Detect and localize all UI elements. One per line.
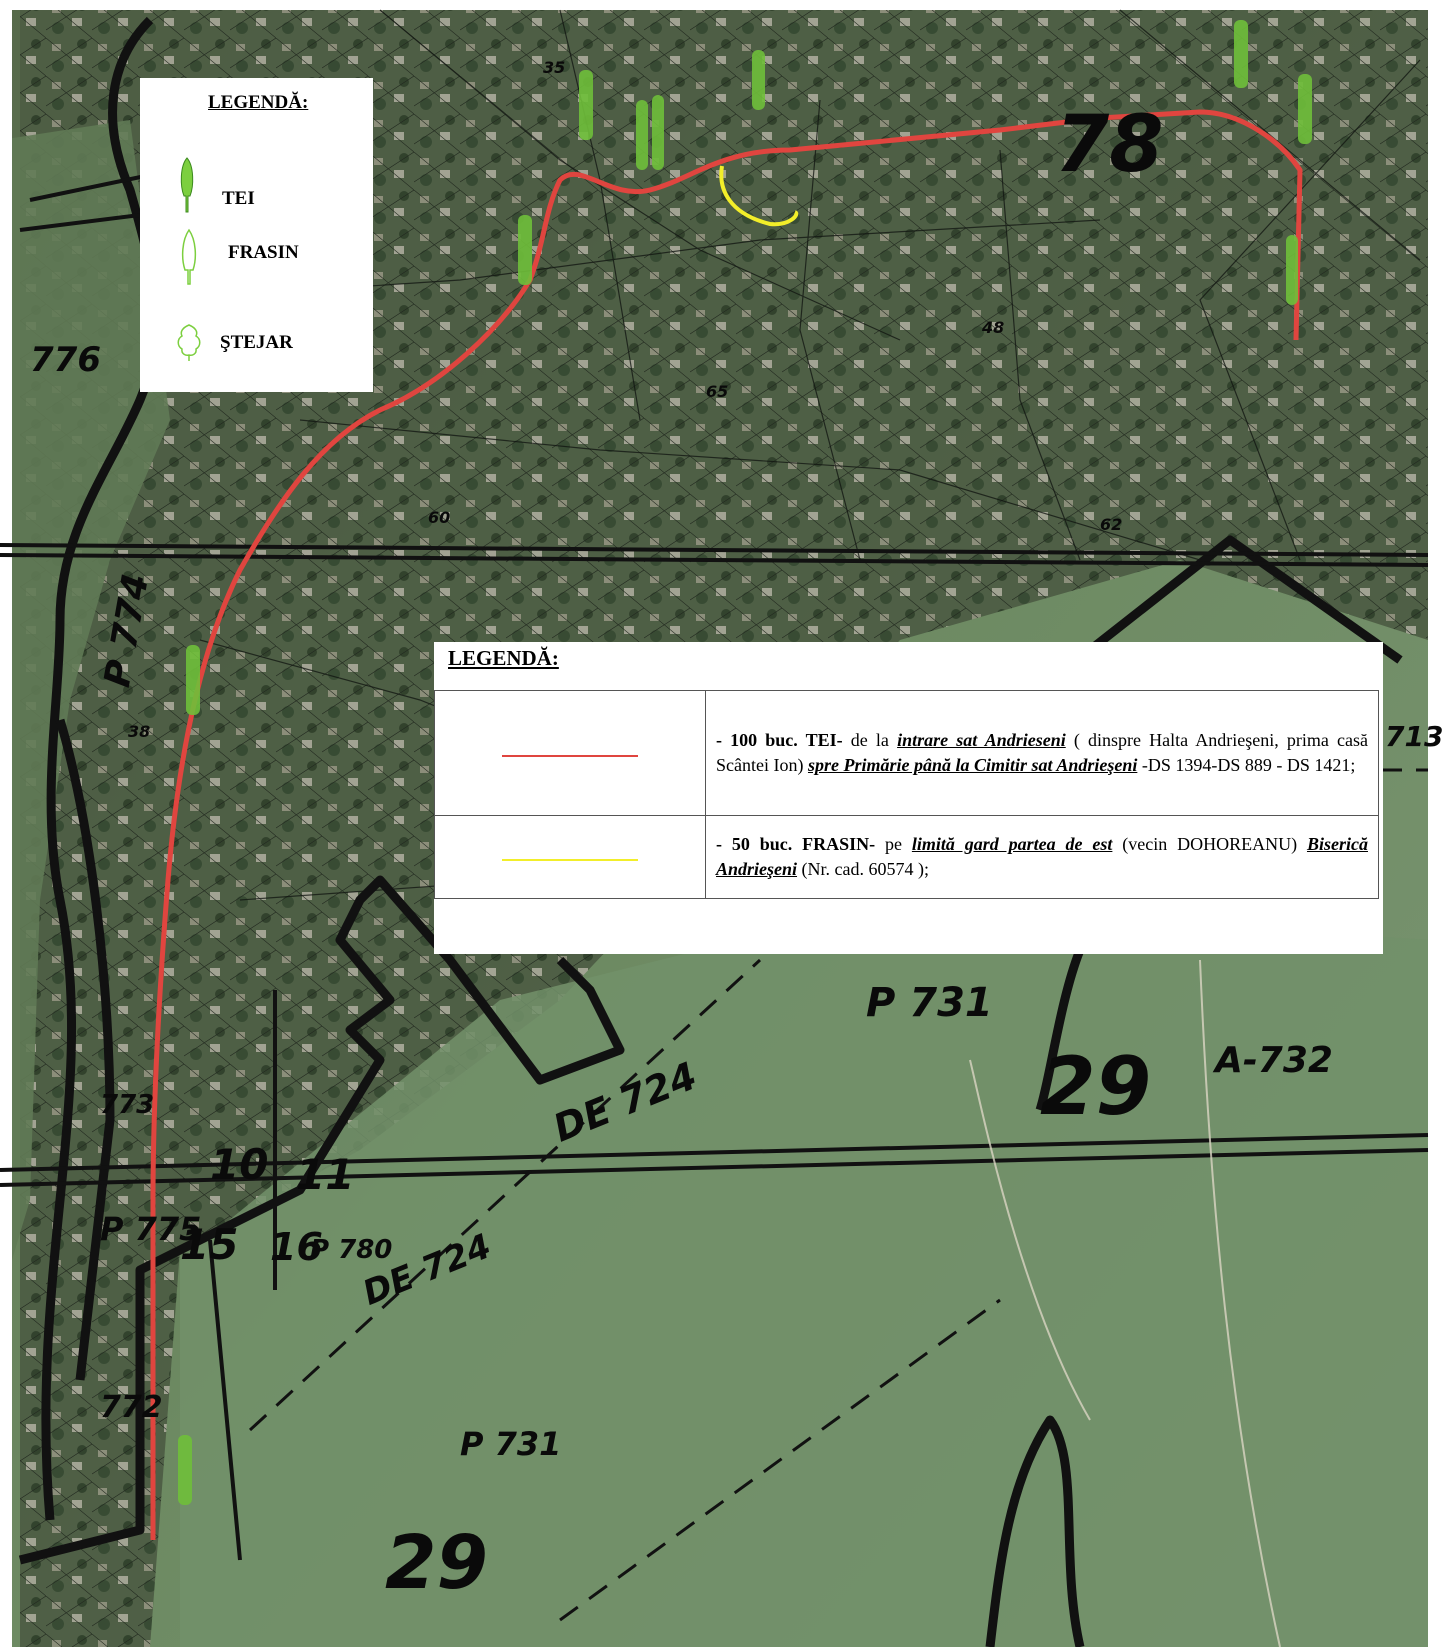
- parcel-29-label: 29: [1040, 1040, 1152, 1133]
- tei-route-line: [150, 109, 1303, 1540]
- legend-text: (vecin DOHOREANU): [1112, 834, 1307, 854]
- legend-text: ( dinspre Halta Andrieşeni, prima casă S…: [716, 730, 1369, 775]
- a732-label: A-732: [1215, 1040, 1333, 1081]
- legend-symbol-cell: [434, 690, 706, 816]
- red-line-swatch: [502, 755, 638, 757]
- legend-lead: - 50 buc. FRASIN-: [716, 834, 876, 854]
- legend-text: (Nr. cad. 60574 );: [797, 859, 929, 879]
- p775-label: P 775: [100, 1210, 202, 1248]
- yellow-line-swatch: [502, 859, 638, 861]
- stejar-tree-icon: [177, 324, 201, 361]
- legend-table: - 100 buc. TEI- de la intrare sat Andrie…: [434, 690, 1379, 899]
- n15-label: 15: [180, 1220, 239, 1269]
- p776-label: 776: [30, 340, 101, 380]
- p780-label: P 780: [310, 1235, 393, 1265]
- route-legend: LEGENDĂ: - 100 buc. TEI- de la intrare s…: [434, 642, 1383, 954]
- legend-lead: - 100 buc. TEI-: [716, 730, 843, 750]
- tei-tree-icon: [180, 157, 194, 213]
- legend-title: LEGENDĂ:: [448, 646, 559, 670]
- n38-label: 38: [128, 722, 151, 741]
- p772-label: 772: [100, 1390, 163, 1425]
- legend-row-tei: - 100 buc. TEI- de la intrare sat Andrie…: [434, 690, 1379, 816]
- n16-label: 16: [270, 1225, 323, 1269]
- boundary-lines: [18, 16, 1403, 1647]
- n62-label: 62: [1100, 515, 1123, 534]
- p713-label: 713: [1385, 720, 1443, 753]
- legend-location: Biserică Andrieşeni: [716, 834, 1368, 879]
- tree-markers: [178, 20, 1312, 1505]
- legend-title: LEGENDĂ:: [208, 92, 309, 113]
- n11-label: 11: [296, 1150, 355, 1199]
- legend-text-tei: - 100 buc. TEI- de la intrare sat Andrie…: [705, 690, 1379, 816]
- n10-label: 10: [210, 1140, 269, 1189]
- legend-location: limită gard partea de est: [911, 834, 1113, 854]
- legend-text: -DS 1394-DS 889 - DS 1421;: [1137, 755, 1356, 775]
- legend-item-frasin: FRASIN: [228, 242, 299, 263]
- legend-item-stejar: ŞTEJAR: [220, 332, 293, 353]
- legend-text: pe: [875, 834, 912, 854]
- n48-label: 48: [982, 318, 1005, 337]
- legend-text: de la: [842, 730, 898, 750]
- parcel-lines: [159, 9, 1421, 901]
- parcel-78-label: 78: [1055, 100, 1164, 190]
- legend-item-tei: TEI: [222, 188, 255, 209]
- p731-label: P 731: [460, 1425, 562, 1463]
- n60-label: 60: [428, 508, 451, 527]
- legend-row-frasin: - 50 buc. FRASIN- pe limită gard partea …: [434, 815, 1379, 899]
- p731-label: P 731: [866, 980, 993, 1026]
- frasin-route-line: [719, 165, 799, 227]
- n65-label: 65: [706, 382, 729, 401]
- legend-symbol-cell: [434, 815, 706, 899]
- tree-legend: LEGENDĂ: TEI FRASIN ŞTEJAR: [140, 78, 373, 392]
- frasin-tree-icon: [181, 228, 197, 285]
- legend-text-frasin: - 50 buc. FRASIN- pe limită gard partea …: [705, 815, 1379, 899]
- parcel-29-label: 29: [385, 1520, 488, 1606]
- p773-label: 773: [100, 1090, 155, 1120]
- legend-location: spre Primărie până la Cimitir sat Andrie…: [807, 755, 1138, 775]
- n35-label: 35: [543, 58, 566, 77]
- legend-location: intrare sat Andrieseni: [897, 730, 1066, 750]
